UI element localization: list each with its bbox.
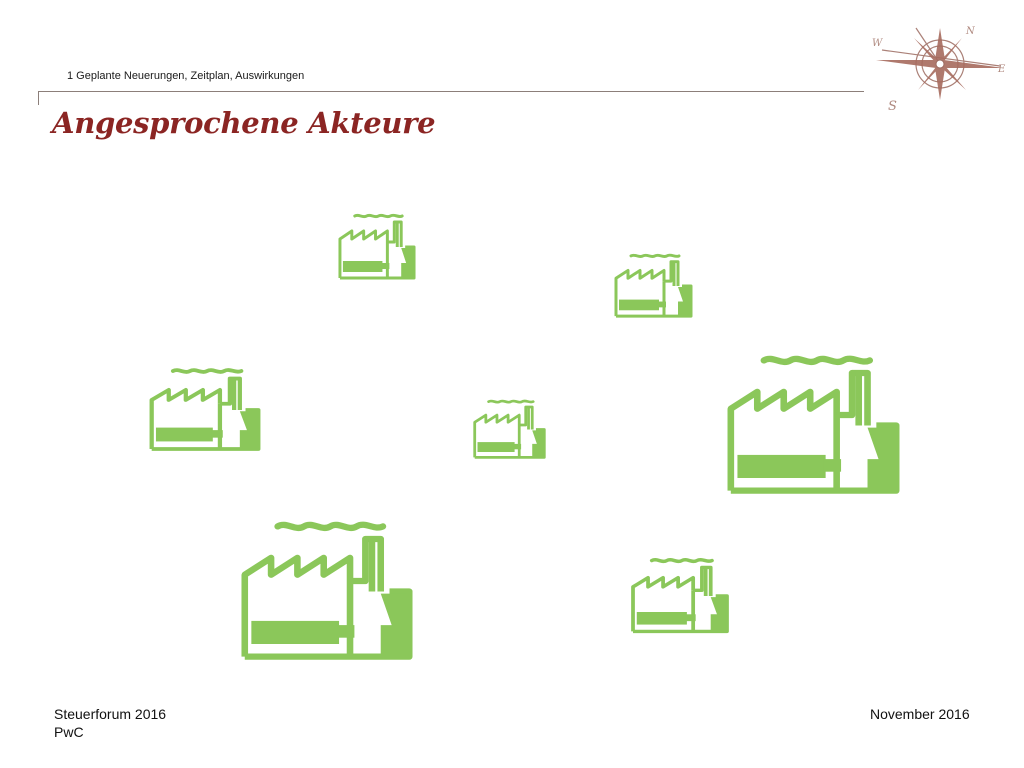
- compass-letter-n: N: [965, 26, 976, 37]
- compass-letter-s: S: [888, 99, 897, 114]
- footer-company: PwC: [54, 724, 84, 740]
- compass-rose-icon: W N E S: [872, 26, 1006, 114]
- footer-event: Steuerforum 2016: [54, 706, 167, 722]
- factory-icon: [473, 399, 546, 459]
- page-title: Angesprochene Akteure: [52, 106, 436, 140]
- header-divider-tick: [38, 91, 39, 105]
- factory-icon: [241, 521, 413, 660]
- compass-letter-e: E: [997, 64, 1006, 75]
- factory-icon: [631, 557, 729, 634]
- footer-date: November 2016: [870, 706, 970, 722]
- factory-icon: [727, 355, 900, 494]
- factory-icon: [614, 253, 693, 318]
- compass-letter-w: W: [872, 38, 883, 49]
- header-divider: [38, 91, 864, 92]
- footer-left: Steuerforum 2016 PwC: [54, 705, 166, 741]
- factory-icon: [149, 368, 261, 451]
- breadcrumb: 1 Geplante Neuerungen, Zeitplan, Auswirk…: [67, 70, 305, 82]
- factory-icon: [338, 213, 416, 280]
